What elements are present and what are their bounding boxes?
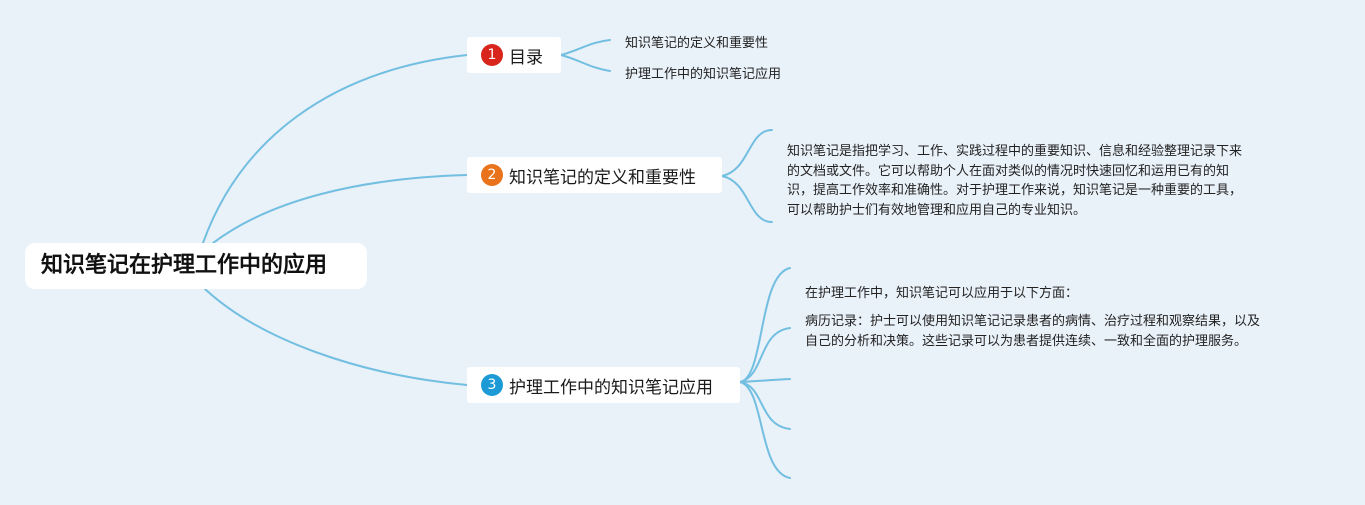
number-badge-3: 3 bbox=[481, 374, 503, 396]
leaf-toc-item-1[interactable]: 知识笔记的定义和重要性 bbox=[625, 36, 769, 51]
paragraph-line: 的文档或文件。它可以帮助个人在面对类似的情况时快速回忆和运用已有的知 bbox=[787, 163, 1230, 179]
root-topic-label: 知识笔记在护理工作中的应用 bbox=[41, 253, 328, 278]
applications-intro[interactable]: 在护理工作中，知识笔记可以应用于以下方面： bbox=[805, 286, 1079, 301]
paragraph-line: 病历记录：护士可以使用知识笔记记录患者的病情、治疗过程和观察结果，以及 bbox=[805, 314, 1261, 329]
root-topic[interactable]: 知识笔记在护理工作中的应用 bbox=[25, 243, 367, 289]
branch-label: 知识笔记的定义和重要性 bbox=[509, 167, 696, 188]
paragraph-line: 可以帮助护士们有效地管理和应用自己的专业知识。 bbox=[787, 202, 1087, 218]
branch-label: 护理工作中的知识笔记应用 bbox=[509, 377, 713, 398]
medical-record-item[interactable]: 病历记录：护士可以使用知识笔记记录患者的病情、治疗过程和观察结果，以及 自己的分… bbox=[805, 312, 1260, 351]
leaf-toc-item-2[interactable]: 护理工作中的知识笔记应用 bbox=[625, 67, 782, 82]
number-badge-1: 1 bbox=[481, 44, 503, 66]
paragraph-line: 自己的分析和决策。这些记录可以为患者提供连续、一致和全面的护理服务。 bbox=[805, 333, 1248, 349]
number-badge-2: 2 bbox=[481, 164, 503, 186]
paragraph-line: 知识笔记是指把学习、工作、实践过程中的重要知识、信息和经验整理记录下来 bbox=[787, 144, 1243, 159]
branch-nursing-applications[interactable]: 3 护理工作中的知识笔记应用 bbox=[467, 367, 740, 403]
branch-definition-importance[interactable]: 2 知识笔记的定义和重要性 bbox=[467, 157, 722, 193]
branch-table-of-contents[interactable]: 1 目录 bbox=[467, 37, 561, 73]
definition-paragraph: 知识笔记是指把学习、工作、实践过程中的重要知识、信息和经验整理记录下来 的文档或… bbox=[787, 142, 1242, 220]
paragraph-line: 识，提高工作效率和准确性。对于护理工作来说，知识笔记是一种重要的工具， bbox=[787, 183, 1243, 198]
branch-label: 目录 bbox=[509, 47, 543, 68]
